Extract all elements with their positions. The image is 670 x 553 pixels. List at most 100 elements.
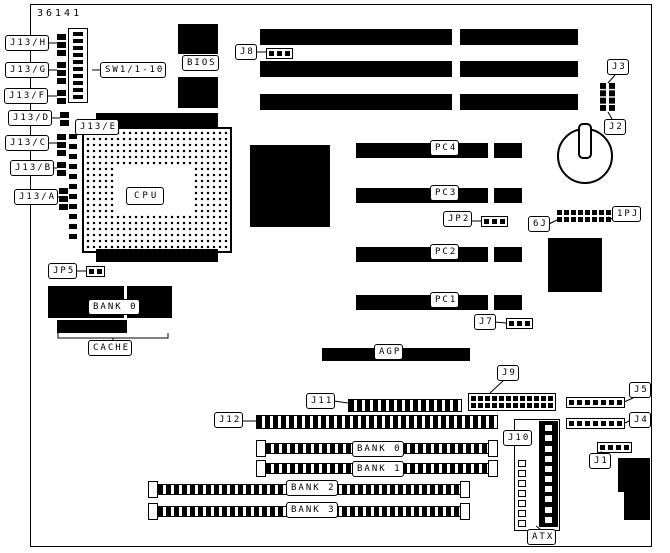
- keyboard-connector: [618, 458, 650, 492]
- pci-slot-segment: [494, 143, 522, 158]
- cache-chip: [57, 320, 127, 333]
- label-j13b: J13/B: [10, 160, 55, 176]
- label-j8: J8: [235, 44, 257, 60]
- isa-slot-segment: [260, 29, 452, 45]
- label-jp2: JP2: [443, 211, 473, 227]
- dip-switch-segment: [73, 74, 83, 78]
- pin: [57, 62, 66, 68]
- pin: [569, 421, 574, 426]
- label-j10: J10: [503, 430, 533, 446]
- pin: [593, 400, 598, 405]
- pin: [545, 435, 552, 442]
- isa-slot-segment: [460, 29, 578, 45]
- pin: [57, 70, 66, 76]
- pin: [569, 400, 574, 405]
- pin: [513, 403, 518, 408]
- pin: [534, 403, 539, 408]
- label-j13g: J13/G: [5, 62, 50, 78]
- pin: [499, 403, 504, 408]
- label-j1: J1: [589, 453, 611, 469]
- label-cache-bank0: BANK 0: [88, 299, 140, 315]
- jp5-header: [86, 266, 105, 277]
- label-sw1: SW1/1-10: [100, 62, 167, 78]
- pin: [548, 396, 553, 401]
- pin: [578, 217, 583, 222]
- j12-connector: [256, 415, 498, 429]
- pin: [599, 210, 604, 215]
- dip-switch-segment: [73, 46, 83, 50]
- j6-1pj-header: [557, 210, 611, 222]
- pin: [557, 217, 562, 222]
- pin: [492, 396, 497, 401]
- pin: [617, 421, 622, 426]
- j7-header: [506, 318, 533, 329]
- pin: [518, 460, 526, 467]
- label-j13a: J13/A: [14, 189, 59, 205]
- pin: [606, 217, 611, 222]
- pin: [609, 400, 614, 405]
- pin: [59, 188, 68, 194]
- pin: [518, 480, 526, 487]
- isa-slot-segment: [460, 94, 578, 110]
- dip-switch-segment: [73, 60, 83, 64]
- pin: [57, 170, 66, 176]
- pin-row: [557, 217, 611, 222]
- j1-header: [597, 442, 632, 453]
- label-j3: J3: [607, 59, 629, 75]
- pin: [69, 144, 77, 149]
- atx-pin-column: [539, 421, 558, 527]
- pin: [545, 425, 552, 432]
- pin: [545, 445, 552, 452]
- pin: [60, 120, 69, 126]
- pin: [57, 150, 66, 156]
- dip-switch-segment: [73, 39, 83, 43]
- pin: [545, 496, 552, 503]
- pin: [518, 500, 526, 507]
- pin: [69, 184, 77, 189]
- pin-row: [471, 396, 553, 401]
- label-6j: 6J: [528, 216, 550, 232]
- isa-slot-segment: [460, 61, 578, 77]
- pin: [557, 210, 562, 215]
- chipset-chip: [250, 145, 330, 227]
- pci-slot-segment: [494, 247, 522, 262]
- pin: [57, 142, 66, 148]
- label-agp: AGP: [374, 344, 404, 360]
- pin: [97, 269, 102, 274]
- pin: [513, 396, 518, 401]
- pin: [545, 506, 552, 513]
- isa-slot-segment: [260, 94, 452, 110]
- pin: [269, 51, 274, 56]
- label-jp5: JP5: [48, 263, 78, 279]
- pin: [545, 516, 552, 523]
- label-atx: ATX: [527, 529, 557, 545]
- jp2-header: [481, 216, 508, 227]
- cpu-socket-lever-bottom: [96, 249, 218, 262]
- bios-chip: [178, 24, 218, 54]
- pin: [500, 219, 505, 224]
- pin: [606, 210, 611, 215]
- pci-slot-segment: [494, 188, 522, 203]
- label-pc2: PC2: [430, 244, 460, 260]
- pin: [525, 321, 530, 326]
- dip-switch-segment: [73, 32, 83, 36]
- label-bank3: BANK 3: [286, 502, 338, 518]
- label-bios: BIOS: [182, 55, 219, 71]
- pin: [518, 520, 526, 527]
- socket-clip: [460, 503, 470, 520]
- pin-row: [557, 210, 611, 215]
- pin: [534, 396, 539, 401]
- j8-header: [266, 48, 293, 59]
- pin: [69, 194, 77, 199]
- pin: [69, 174, 77, 179]
- dip-switch-segment: [73, 67, 83, 71]
- label-1pj: 1PJ: [612, 206, 642, 222]
- pin: [577, 421, 582, 426]
- pin: [608, 445, 613, 450]
- dip-switch-segment: [73, 88, 83, 92]
- label-j13e: J13/E: [75, 119, 120, 135]
- label-j7: J7: [474, 314, 496, 330]
- label-j13h: J13/H: [5, 35, 50, 51]
- j3-header: [600, 83, 615, 111]
